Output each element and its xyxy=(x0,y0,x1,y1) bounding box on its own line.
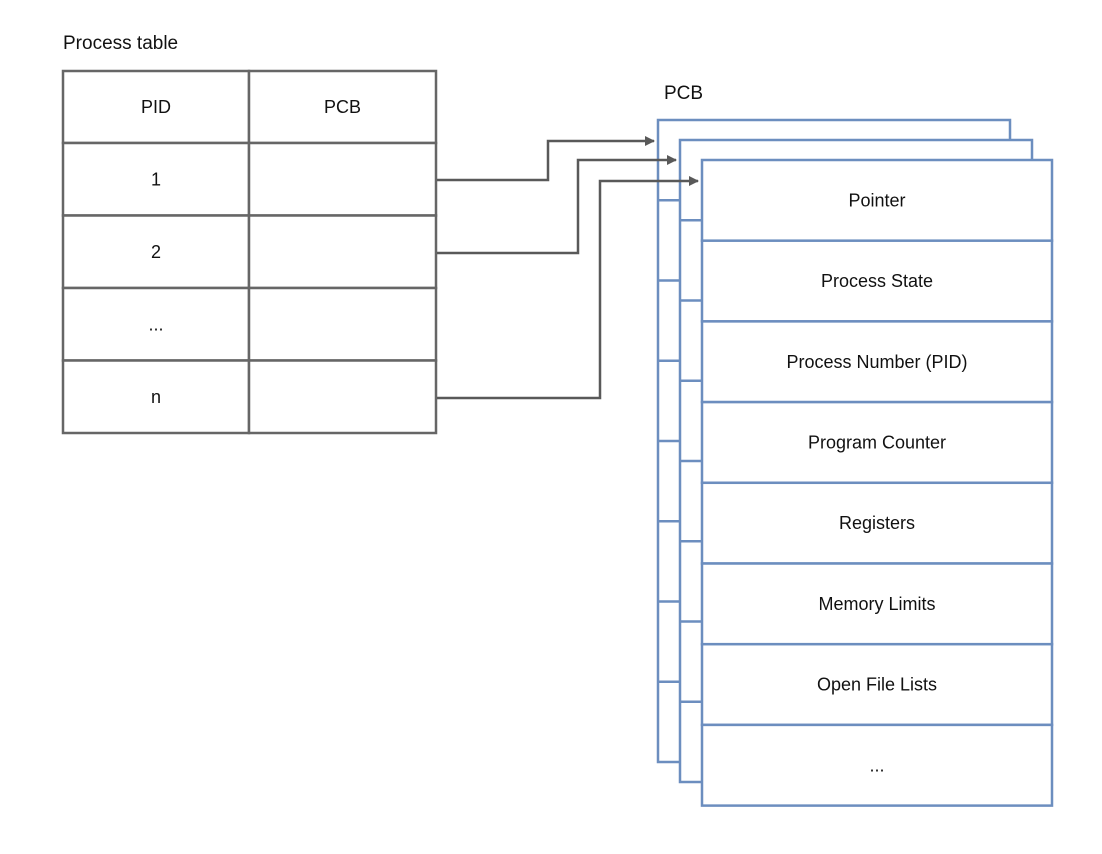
pcb-field-label: Program Counter xyxy=(808,432,946,452)
pcb-field-cell xyxy=(700,481,1054,565)
arrow-pid-n xyxy=(437,176,699,400)
table-pid-cell xyxy=(61,359,251,435)
process-table: PID PCB 1 2... n xyxy=(61,69,438,435)
pcb-field-cell xyxy=(700,400,1054,485)
table-pid-cell xyxy=(61,286,251,362)
pcb-field-label: Open File Lists xyxy=(817,675,937,695)
pcb-field-label: Process Number (PID) xyxy=(786,352,967,372)
pcb-field-label: ... xyxy=(869,755,884,775)
arrow-pid-1 xyxy=(437,136,655,182)
table-pid-value: n xyxy=(151,387,161,407)
table-header-cell xyxy=(247,69,438,145)
table-pcb-cell xyxy=(247,214,438,290)
table-header-label: PCB xyxy=(324,97,361,117)
pcb-field-label: Registers xyxy=(839,513,915,533)
table-pcb-cell xyxy=(247,141,438,217)
arrow-pid-2 xyxy=(437,155,677,255)
pcb-title: PCB xyxy=(664,83,704,104)
table-pid-cell xyxy=(61,214,251,290)
pcb-field-cell xyxy=(700,562,1054,646)
table-pcb-cell xyxy=(247,359,438,435)
pcb-field-label: Pointer xyxy=(848,190,905,210)
table-pid-value: 2 xyxy=(151,242,161,262)
pointer-arrows xyxy=(437,136,699,400)
table-header-label: PID xyxy=(141,97,171,117)
table-pcb-cell xyxy=(247,286,438,362)
pcb-field-label: Memory Limits xyxy=(818,594,935,614)
table-pid-cell xyxy=(61,141,251,217)
pcb-field-cell xyxy=(700,723,1054,807)
pcb-field-label: Process State xyxy=(821,271,933,291)
process-table-title: Process table xyxy=(63,33,179,54)
table-pid-value: ... xyxy=(148,314,163,334)
pcb-field-cell xyxy=(700,239,1054,323)
table-pid-value: 1 xyxy=(151,169,161,189)
